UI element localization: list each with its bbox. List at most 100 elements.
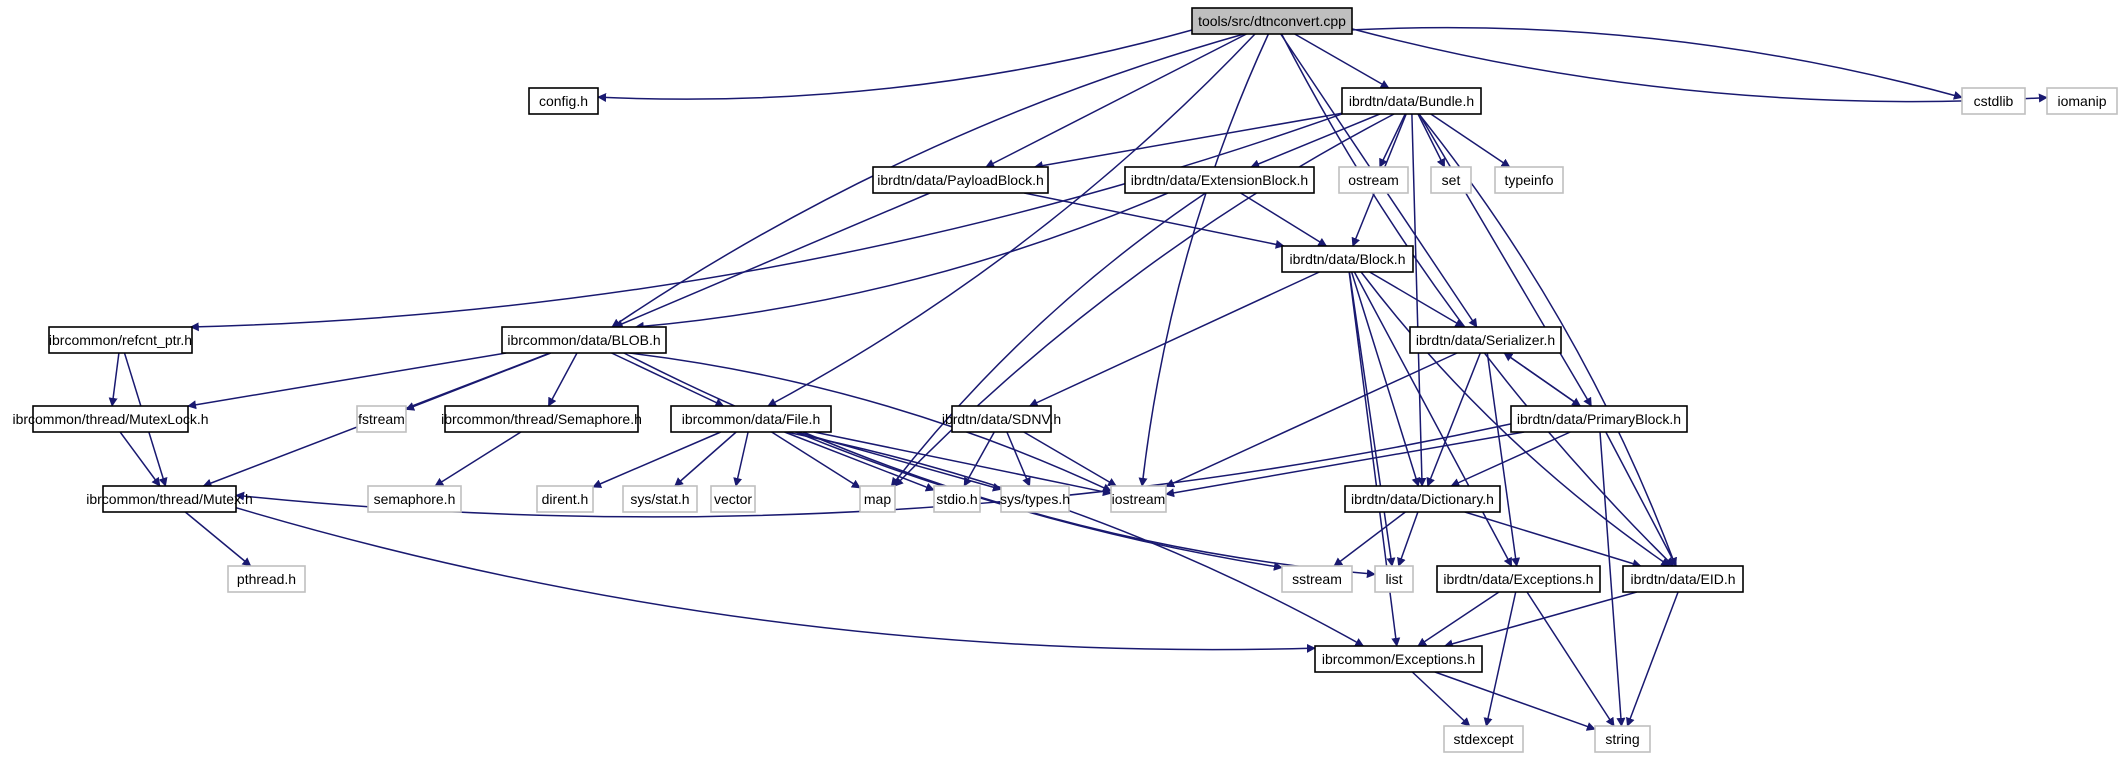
node-label: string [1605,731,1639,747]
node-label: iomanip [2057,93,2106,109]
edge-sdnv-to-systypes [1006,431,1031,487]
node-label: semaphore.h [374,491,456,507]
node-label: ostream [1348,172,1399,188]
edge-file-to-iostream [813,431,1112,497]
node-label: config.h [539,93,588,109]
edge-extblock-to-block [1240,192,1328,247]
node-box [536,485,594,513]
node-mutex[interactable]: ibrcommon/thread/Mutex.h [86,485,253,513]
node-box [102,485,237,513]
edge-root-to-payload [985,33,1247,168]
edge-commonexceptions-to-string [1434,671,1596,731]
node-box [872,166,1049,194]
node-box [1594,725,1651,753]
edge-payload-to-blob [613,192,931,328]
edge-block-to-dictionary [1350,271,1421,487]
node-box [356,405,407,433]
edge-file-to-map [771,431,861,489]
node-stdio: stdio.h [933,485,981,513]
node-box [1191,7,1353,35]
node-iostream: iostream [1110,485,1167,513]
node-label: set [1442,172,1461,188]
edge-file-to-stdio [784,431,935,492]
node-label: ibrcommon/thread/Semaphore.h [441,411,642,427]
node-ostream: ostream [1338,166,1409,194]
node-iomanip: iomanip [2046,87,2118,115]
node-label: ibrdtn/data/Dictionary.h [1351,491,1494,507]
node-serializer[interactable]: ibrdtn/data/Serializer.h [1409,326,1562,354]
node-refcnt[interactable]: ibrcommon/refcnt_ptr.h [48,326,193,354]
edge-block-to-eid [1360,271,1671,567]
node-label: sys/stat.h [630,491,689,507]
node-string: string [1594,725,1651,753]
node-stdexcept: stdexcept [1443,725,1524,753]
node-payload[interactable]: ibrdtn/data/PayloadBlock.h [872,166,1049,194]
edge-mutexlock-to-mutex [119,431,161,487]
node-label: ibrdtn/data/Exceptions.h [1443,571,1593,587]
node-label: dirent.h [542,491,589,507]
node-box [2046,87,2118,115]
node-dirent: dirent.h [536,485,594,513]
node-label: tools/src/dtnconvert.cpp [1198,13,1346,29]
edge-dictionary-to-list [1397,511,1419,567]
node-vector: vector [710,485,756,513]
node-sdnv[interactable]: ibrdtn/data/SDNV.h [942,405,1061,433]
node-root[interactable]: tools/src/dtnconvert.cpp [1191,7,1353,35]
node-primary[interactable]: ibrdtn/data/PrimaryBlock.h [1510,405,1688,433]
node-label: cstdlib [1974,93,2014,109]
node-semaphore_h: semaphore.h [367,485,462,513]
edge-primary-to-eid [1605,431,1677,567]
edge-block-to-sdnv [1028,271,1320,407]
node-box [1338,166,1409,194]
node-label: pthread.h [237,571,296,587]
node-label: ibrdtn/data/ExtensionBlock.h [1131,172,1308,188]
node-label: ibrcommon/thread/Mutex.h [86,491,253,507]
node-box [1341,87,1482,115]
node-dictionary[interactable]: ibrdtn/data/Dictionary.h [1344,485,1501,513]
node-box [1494,166,1564,194]
node-box [444,405,639,433]
node-box [227,565,306,593]
node-config[interactable]: config.h [528,87,599,115]
node-box [1436,565,1601,593]
node-extblock[interactable]: ibrdtn/data/ExtensionBlock.h [1124,166,1315,194]
node-eid[interactable]: ibrdtn/data/EID.h [1622,565,1744,593]
node-blob[interactable]: ibrcommon/data/BLOB.h [501,326,667,354]
edge-extblock-to-blob [634,192,1169,331]
node-label: ibrcommon/data/BLOB.h [507,332,660,348]
node-label: ibrdtn/data/Serializer.h [1416,332,1555,348]
edge-bundle-to-ostream [1379,113,1406,168]
node-sstream: sstream [1281,565,1353,593]
node-box [933,485,981,513]
node-set: set [1430,166,1472,194]
nodes-layer: tools/src/dtnconvert.cpp config.h ibrdtn/d… [12,7,2118,753]
edge-bundle-to-payload [1033,112,1343,171]
node-box [1344,485,1501,513]
edge-dictionary-to-eid [1464,511,1642,568]
edge-primary-to-dictionary [1450,431,1571,487]
node-file[interactable]: ibrcommon/data/File.h [670,405,832,433]
node-label: sys/types.h [1000,491,1070,507]
edge-sdnv-to-stdio [963,431,995,487]
node-label: ibrcommon/data/File.h [682,411,821,427]
node-box [501,326,667,354]
node-semaphore[interactable]: ibrcommon/thread/Semaphore.h [441,405,642,433]
node-block[interactable]: ibrdtn/data/Block.h [1281,245,1414,273]
node-dtnexceptions[interactable]: ibrdtn/data/Exceptions.h [1436,565,1601,593]
node-box [367,485,462,513]
node-typeinfo: typeinfo [1494,166,1564,194]
node-bundle[interactable]: ibrdtn/data/Bundle.h [1341,87,1482,115]
edge-bundle-to-refcnt [189,113,1343,332]
node-label: list [1385,571,1402,587]
edge-file-to-commonexceptions [785,431,1365,647]
edge-blob-to-mutexlock [187,352,507,410]
node-mutexlock[interactable]: ibrcommon/thread/MutexLock.h [12,405,209,433]
node-box [1443,725,1524,753]
edge-root-to-iostream [1138,33,1270,487]
node-label: stdexcept [1454,731,1514,747]
node-box [1000,485,1070,513]
node-commonexceptions[interactable]: ibrcommon/Exceptions.h [1314,645,1483,673]
node-box [1409,326,1562,354]
edge-payload-to-block [1024,192,1285,249]
